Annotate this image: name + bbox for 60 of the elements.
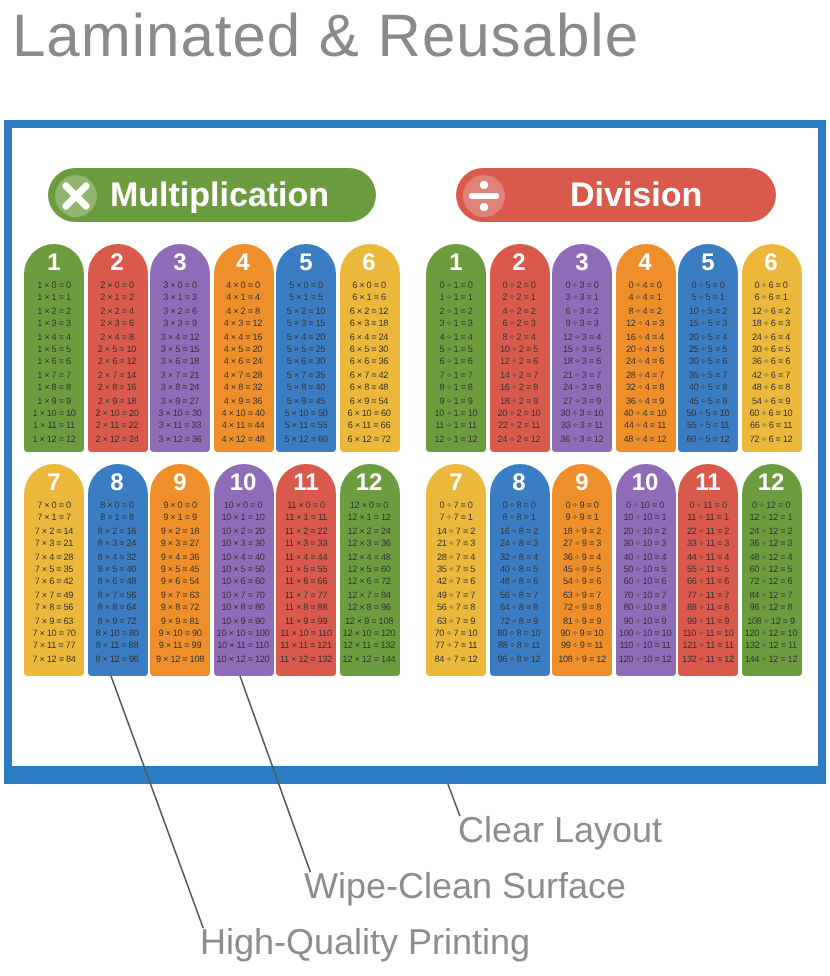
callout-text: High-Quality Printing — [200, 922, 531, 964]
table-column — [678, 464, 738, 676]
column-number: 1 — [447, 246, 465, 280]
column-number: 11 — [693, 466, 723, 500]
table-column — [276, 244, 336, 452]
column-number: 2 — [510, 246, 528, 280]
column-number: 11 — [291, 466, 321, 500]
leader-line — [239, 675, 312, 874]
column-number: 12 — [353, 466, 385, 500]
table-column — [741, 464, 801, 676]
table-column — [24, 464, 84, 676]
table-column — [339, 464, 399, 676]
heading-banner — [48, 168, 376, 222]
table-column — [213, 244, 273, 452]
table-column — [741, 244, 801, 452]
column-number: 6 — [762, 246, 780, 280]
column-number: 8 — [510, 466, 528, 500]
column-number: 5 — [297, 246, 315, 280]
table-column — [24, 244, 84, 452]
table-column — [426, 464, 486, 676]
column-number: 10 — [227, 466, 259, 500]
table-column — [426, 244, 486, 452]
column-number: 9 — [171, 466, 189, 500]
table-column — [87, 244, 147, 452]
table-column — [552, 244, 612, 452]
table-column — [615, 464, 675, 676]
column-number: 9 — [573, 466, 591, 500]
title: Laminated & Reusable — [12, 4, 640, 72]
leader-line — [447, 783, 461, 818]
column-number: 7 — [45, 466, 63, 500]
table-column — [150, 244, 210, 452]
table-column — [489, 464, 549, 676]
heading-text: Multiplication — [110, 175, 330, 215]
column-number: 10 — [629, 466, 661, 500]
column-number: 4 — [636, 246, 654, 280]
column-number: 5 — [699, 246, 717, 280]
heading-text: Division — [570, 175, 703, 215]
table-column — [150, 464, 210, 676]
leader-line — [110, 675, 205, 930]
column-number: 8 — [108, 466, 126, 500]
table-column — [615, 244, 675, 452]
table-column — [678, 244, 738, 452]
column-number: 2 — [108, 246, 126, 280]
table-column — [339, 244, 399, 452]
column-number: 3 — [573, 246, 591, 280]
column-number: 6 — [360, 246, 378, 280]
table-column — [489, 244, 549, 452]
table-column — [276, 464, 336, 676]
table-column — [552, 464, 612, 676]
column-number: 3 — [171, 246, 189, 280]
callout-text: Clear Layout — [458, 810, 663, 852]
table-column — [213, 464, 273, 676]
heading-banner — [456, 168, 776, 222]
column-number: 4 — [234, 246, 252, 280]
column-number: 1 — [45, 246, 63, 280]
table-column — [87, 464, 147, 676]
column-number: 7 — [447, 466, 465, 500]
column-number: 12 — [755, 466, 787, 500]
poster-board — [4, 120, 826, 784]
callout-text: Wipe-Clean Surface — [304, 866, 627, 908]
